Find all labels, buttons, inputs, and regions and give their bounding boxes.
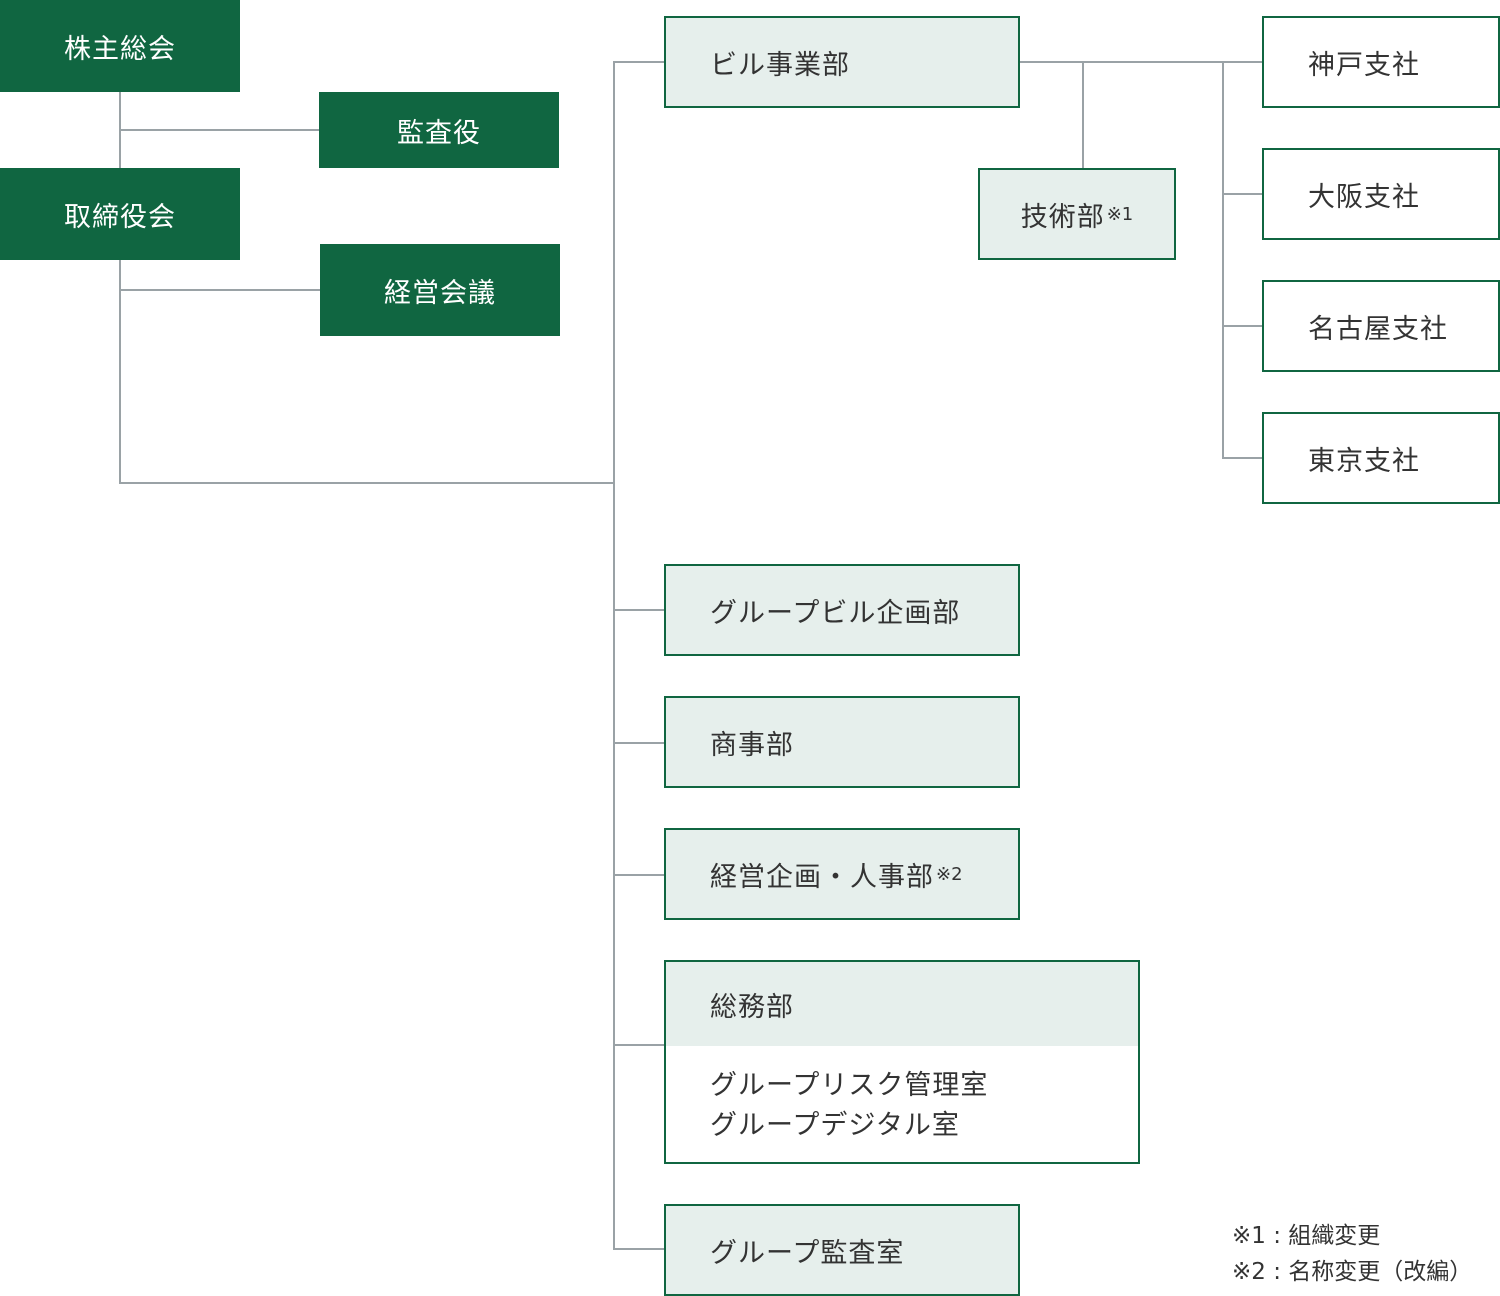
connector-line [119,258,121,484]
general-affairs-sub-units: グループリスク管理室 グループデジタル室 [666,1046,1138,1146]
management-meeting-box: 経営会議 [320,244,560,336]
engineering-dept-label: 技術部 [1020,201,1105,233]
connector-line [120,129,320,131]
building-business-dept-box: ビル事業部 [664,16,1020,108]
branch-tokyo-label: 東京支社 [1308,445,1420,477]
branch-kobe-box: 神戸支社 [1262,16,1500,108]
shareholders-meeting-label: 株主総会 [64,33,176,65]
engineering-dept-box: 技術部※1 [978,168,1176,260]
connector-line [613,874,665,876]
branch-tokyo-box: 東京支社 [1262,412,1500,504]
branch-osaka-label: 大阪支社 [1308,181,1420,213]
connector-line [1082,61,1084,170]
connector-line [613,1044,665,1046]
footnote-1: ※1 : 組織変更 [1232,1223,1381,1249]
connector-line [613,61,665,63]
board-label: 取締役会 [64,201,176,233]
connector-line [1222,325,1264,327]
group-digital-office: グループデジタル室 [710,1110,960,1141]
connector-line [613,609,665,611]
connector-line [1018,61,1264,63]
footnote-2: ※2 : 名称変更（改編） [1232,1259,1473,1285]
connector-line [613,1248,665,1250]
building-business-dept-label: ビル事業部 [710,49,850,81]
connector-line [1222,457,1264,459]
group-audit-office-label: グループ監査室 [710,1237,905,1269]
commerce-dept-label: 商事部 [710,729,794,761]
general-affairs-dept-box: 総務部 グループリスク管理室 グループデジタル室 [664,960,1140,1164]
connector-line [120,482,614,484]
connector-line [1222,61,1224,459]
group-building-planning-dept-box: グループビル企画部 [664,564,1020,656]
connector-line [1222,193,1264,195]
corporate-planning-hr-dept-label: 経営企画・人事部 [710,861,934,893]
connector-line [120,289,320,291]
group-building-planning-dept-label: グループビル企画部 [710,597,961,629]
group-audit-office-box: グループ監査室 [664,1204,1020,1296]
auditor-label: 監査役 [397,117,481,149]
connector-line [613,742,665,744]
engineering-note-mark: ※1 [1106,203,1134,225]
branch-nagoya-label: 名古屋支社 [1308,313,1448,345]
commerce-dept-box: 商事部 [664,696,1020,788]
branch-osaka-box: 大阪支社 [1262,148,1500,240]
auditor-box: 監査役 [319,92,559,168]
shareholders-meeting-box: 株主総会 [0,0,240,92]
corporate-planning-hr-dept-box: 経営企画・人事部※2 [664,828,1020,920]
corporate-planning-hr-note-mark: ※2 [936,863,963,885]
branch-nagoya-box: 名古屋支社 [1262,280,1500,372]
board-box: 取締役会 [0,168,240,260]
general-affairs-dept-label: 総務部 [710,991,794,1023]
connector-line [613,61,615,1250]
branch-kobe-label: 神戸支社 [1308,49,1420,81]
group-risk-management-office: グループリスク管理室 [710,1070,989,1101]
management-meeting-label: 経営会議 [384,277,496,309]
general-affairs-dept-header: 総務部 [666,962,1138,1046]
footnotes: ※1 : 組織変更 ※2 : 名称変更（改編） [1232,1218,1472,1290]
